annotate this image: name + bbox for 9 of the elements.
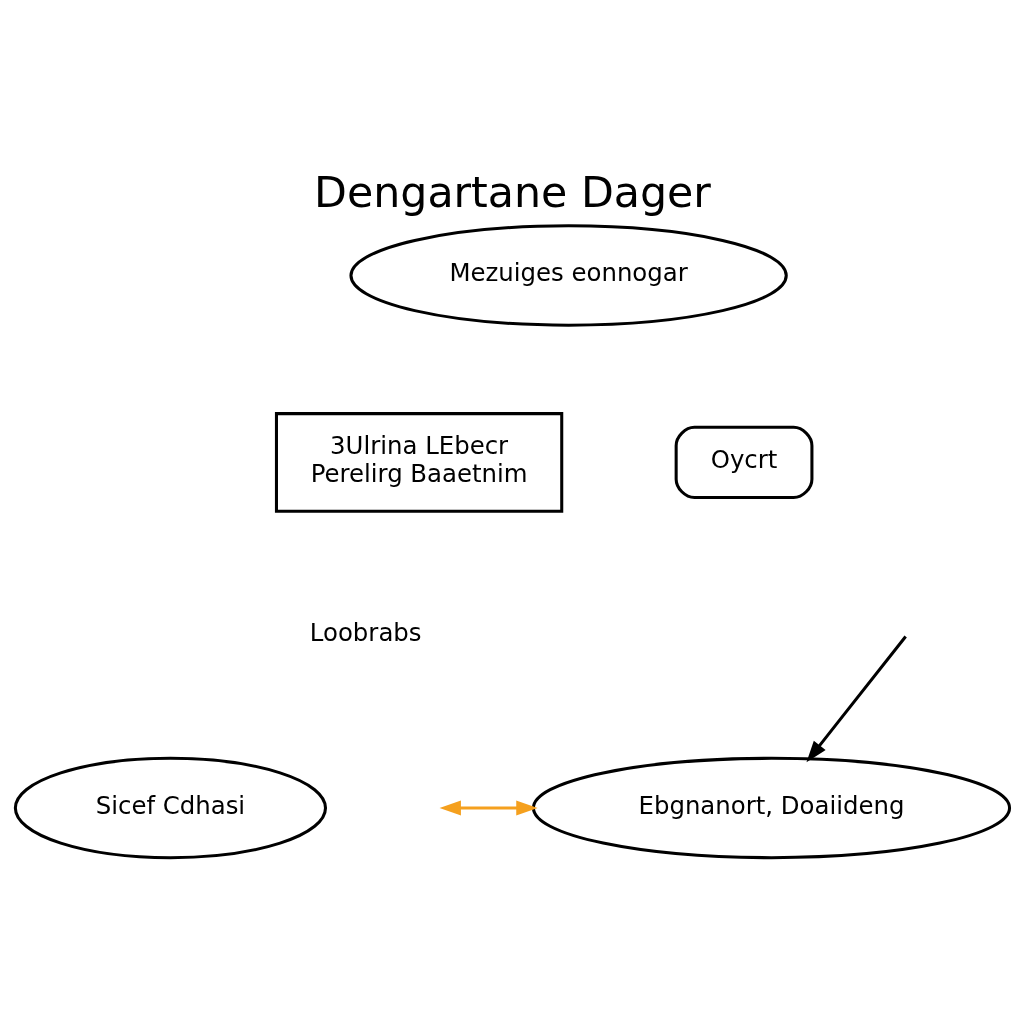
node-box: 3Ulrina LEbecr Perelirg Baaetnim <box>274 412 563 513</box>
node-box: Oycrt <box>674 425 813 500</box>
arrow <box>805 635 907 763</box>
arrow <box>439 800 538 816</box>
diagram-title: Dengartane Dager <box>313 166 711 217</box>
label: Loobrabs <box>309 617 422 647</box>
node-ellipse: Mezuiges eonnogar <box>348 224 788 327</box>
node-ellipse: Ebgnanort, Doaiideng <box>531 756 1011 860</box>
node-ellipse: Sicef Cdhasi <box>13 756 327 860</box>
